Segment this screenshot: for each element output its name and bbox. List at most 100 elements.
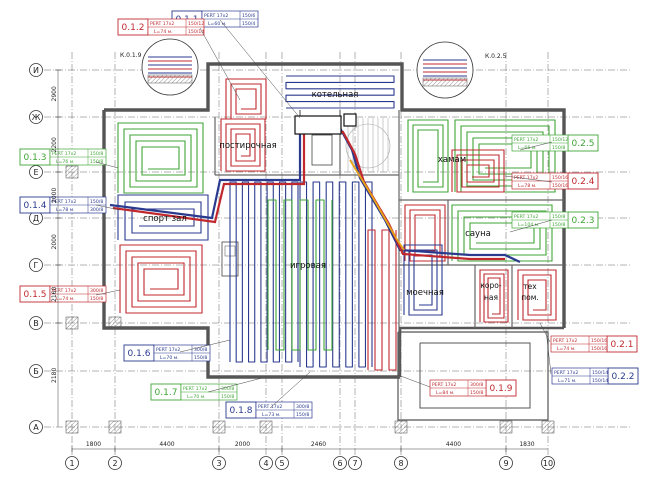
- loop-0.1.1: [285, 75, 395, 109]
- circuit-size-2: 150/8: [221, 394, 234, 400]
- circuit-size-2: 150/14: [592, 378, 608, 384]
- wall: [397, 331, 549, 421]
- circuit-id: 0.1.7: [155, 388, 178, 398]
- circuit-pipe: PERT 17x2: [52, 199, 76, 205]
- circuit-id: 0.1.3: [24, 153, 47, 163]
- circuit-size: 150/16: [552, 175, 568, 181]
- loop-0.2.5: [454, 119, 556, 193]
- column-stub: [541, 420, 555, 434]
- row-axis-label: В: [33, 319, 39, 328]
- room-label: постирочная: [219, 141, 276, 151]
- circuit-id: 0.1.9: [490, 384, 513, 394]
- circuit-length: L=76 м.: [56, 159, 75, 165]
- circuit-size: 300/8: [90, 288, 103, 294]
- dim-value: 2460: [311, 441, 326, 448]
- circuit-size: 150/8: [552, 214, 565, 220]
- circuit-pipe: PERT 17x2: [156, 347, 180, 353]
- manifold-b: [343, 113, 357, 127]
- loop-0.2.1: [517, 269, 557, 321]
- supply-mains: [109, 113, 521, 263]
- col-axis-label: 8: [398, 459, 403, 468]
- column-stub: [394, 420, 408, 434]
- room-label: моечная: [406, 288, 444, 298]
- row-axis-label: Д: [33, 214, 39, 223]
- stair-arc: [345, 123, 391, 169]
- loop-0.2.5-a: [407, 119, 449, 193]
- row-axis-bubble: [29, 63, 43, 77]
- circuit-length: L=71 м.: [558, 378, 577, 384]
- dim-value: 1800: [86, 441, 101, 448]
- leader-line: [504, 175, 553, 183]
- room-label: котельная: [312, 90, 359, 100]
- circuit-pipe: PERT 17x2: [432, 382, 456, 388]
- loop-0.2.2: [403, 244, 443, 316]
- column-stub: [259, 420, 273, 434]
- manifold: [294, 115, 342, 135]
- circuit-size: 150/8: [90, 199, 103, 205]
- column-stub: [65, 165, 79, 179]
- circuit-size: 150/6: [242, 13, 255, 19]
- row-axis-label: А: [33, 423, 39, 432]
- circuit-size-2: 150/8: [552, 222, 565, 228]
- detail-circle: [416, 41, 474, 99]
- detail-callouts: К.0.1.9 К.0.2.5: [120, 38, 507, 99]
- detail-label: К.0.2.5: [485, 53, 507, 60]
- circuit-size: 150/12: [188, 21, 204, 27]
- circuit-pipe: PERT 17x2: [52, 151, 76, 157]
- circuit-id: 0.2.2: [612, 372, 635, 382]
- detail-slab: [422, 77, 468, 87]
- leader-line: [219, 19, 301, 119]
- circuit-id: 0.2.1: [611, 340, 634, 350]
- circuit-id: 0.1.2: [122, 23, 145, 33]
- col-axis-bubble: [275, 456, 289, 470]
- col-axis-label: 6: [337, 459, 342, 468]
- circuit-pipe: PERT 17x2: [554, 370, 578, 376]
- col-axis-label: 7: [352, 459, 357, 468]
- circuit-length: L=74 м.: [557, 346, 576, 352]
- loop-0.1.4: [117, 194, 209, 241]
- circuit-pipe: PERT 17x2: [258, 404, 282, 410]
- circuit-size: 150/16: [591, 338, 607, 344]
- circuit-id: 0.1.5: [24, 290, 47, 300]
- circuit-length: L=78 м.: [518, 183, 537, 189]
- dim-value: 2000: [51, 188, 58, 203]
- row-axis-label: Г: [34, 261, 39, 270]
- dim-value: 4400: [159, 441, 174, 448]
- main-return: [112, 130, 505, 261]
- col-axis-bubble: [108, 456, 122, 470]
- wall: [102, 110, 400, 379]
- row-axis-bubble: [29, 316, 43, 330]
- dim-value: 2900: [51, 86, 58, 101]
- circuit-id: 0.2.5: [572, 139, 595, 149]
- col-axis-bubble: [259, 456, 273, 470]
- room-label: ная: [484, 293, 498, 302]
- col-axis-bubble: [394, 456, 408, 470]
- col-axis-label: 9: [503, 459, 508, 468]
- detail-label: К.0.1.9: [120, 52, 142, 59]
- leader-line: [269, 371, 311, 409]
- circuit-pipe: PERT 17x2: [204, 13, 228, 19]
- col-axis-bubble: [499, 456, 513, 470]
- leader-line: [95, 204, 121, 211]
- detail-slab: [147, 74, 193, 84]
- col-axis-label: 10: [543, 459, 553, 468]
- circuit-size: 300/8: [194, 347, 207, 353]
- circuit-length: L=73 м.: [262, 412, 281, 418]
- col-axis-bubble: [65, 456, 79, 470]
- row-axis-bubble: [29, 165, 43, 179]
- fixture: [311, 134, 333, 166]
- circuit-size-2: 300/8: [90, 207, 103, 213]
- detail-circle: [141, 38, 199, 96]
- circuit-length: L=74 м.: [154, 29, 173, 35]
- loop-0.1.7: [267, 199, 333, 351]
